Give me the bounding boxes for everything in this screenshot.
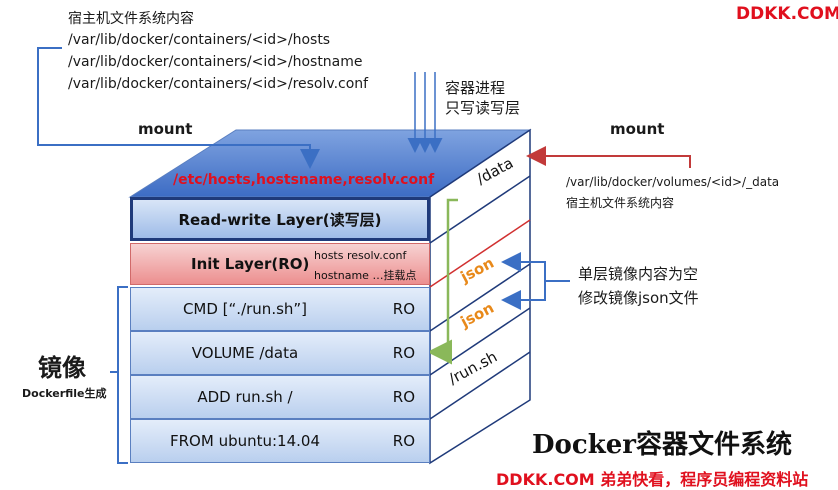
image-layer-label: FROM ubuntu:14.04	[170, 432, 320, 450]
volume-desc: 宿主机文件系统内容	[566, 196, 675, 210]
watermark-bottom: DDKK.COM 弟弟快看，程序员编程资料站	[496, 470, 809, 489]
volume-mount-arrow	[526, 146, 691, 168]
host-fs-title: 宿主机文件系统内容	[68, 11, 194, 27]
read-write-layer-label: Read-write Layer(读写层)	[178, 210, 382, 229]
image-layer-add: ADD run.sh / RO	[130, 375, 430, 419]
top-face-label: /etc/hosts,hostsname,resolv.conf	[173, 172, 435, 188]
mount-left-label: mount	[138, 120, 193, 138]
image-layer-volume: VOLUME /data RO	[130, 331, 430, 375]
diagram-caption: Docker容器文件系统	[532, 430, 792, 460]
host-path-hosts: /var/lib/docker/containers/<id>/hosts	[68, 32, 331, 48]
host-path-hostname: /var/lib/docker/containers/<id>/hostname	[68, 54, 363, 70]
process-label: 容器进程 只写读写层	[445, 78, 520, 118]
process-line-1: 容器进程	[445, 79, 506, 97]
json-annotation-line-2: 修改镜像json文件	[578, 289, 699, 307]
image-layer-label: CMD [“./run.sh”]	[182, 300, 308, 318]
image-bracket	[110, 286, 128, 464]
host-path-resolv: /var/lib/docker/containers/<id>/resolv.c…	[68, 76, 369, 92]
init-layer-sub1: hosts resolv.conf	[314, 249, 407, 262]
image-label: 镜像	[38, 354, 86, 382]
init-layer: Init Layer(RO) hosts resolv.conf hostnam…	[130, 243, 430, 285]
mount-right-label: mount	[610, 120, 665, 138]
image-layer-cmd: CMD [“./run.sh”] RO	[130, 287, 430, 331]
read-write-layer: Read-write Layer(读写层)	[130, 197, 430, 241]
ro-badge: RO	[392, 300, 415, 318]
init-layer-label: Init Layer(RO)	[191, 255, 310, 273]
host-mount-arrow	[37, 47, 320, 169]
volume-path: /var/lib/docker/volumes/<id>/_data	[566, 175, 780, 189]
image-layer-label: ADD run.sh /	[197, 388, 293, 406]
ro-badge: RO	[392, 388, 415, 406]
json-annotation: 单层镜像内容为空 修改镜像json文件	[578, 262, 699, 310]
json-annotation-line-1: 单层镜像内容为空	[578, 265, 699, 283]
init-layer-sub2: hostname …挂载点	[314, 269, 417, 282]
image-layer-label: VOLUME /data	[191, 344, 299, 362]
ro-badge: RO	[392, 344, 415, 362]
process-line-2: 只写读写层	[445, 99, 521, 117]
image-sub-label: Dockerfile生成	[22, 387, 107, 400]
watermark-top: DDKK.COM	[736, 4, 838, 24]
volume-link-arrow	[427, 198, 458, 365]
ro-badge: RO	[392, 432, 415, 450]
image-layer-from: FROM ubuntu:14.04 RO	[130, 419, 430, 463]
